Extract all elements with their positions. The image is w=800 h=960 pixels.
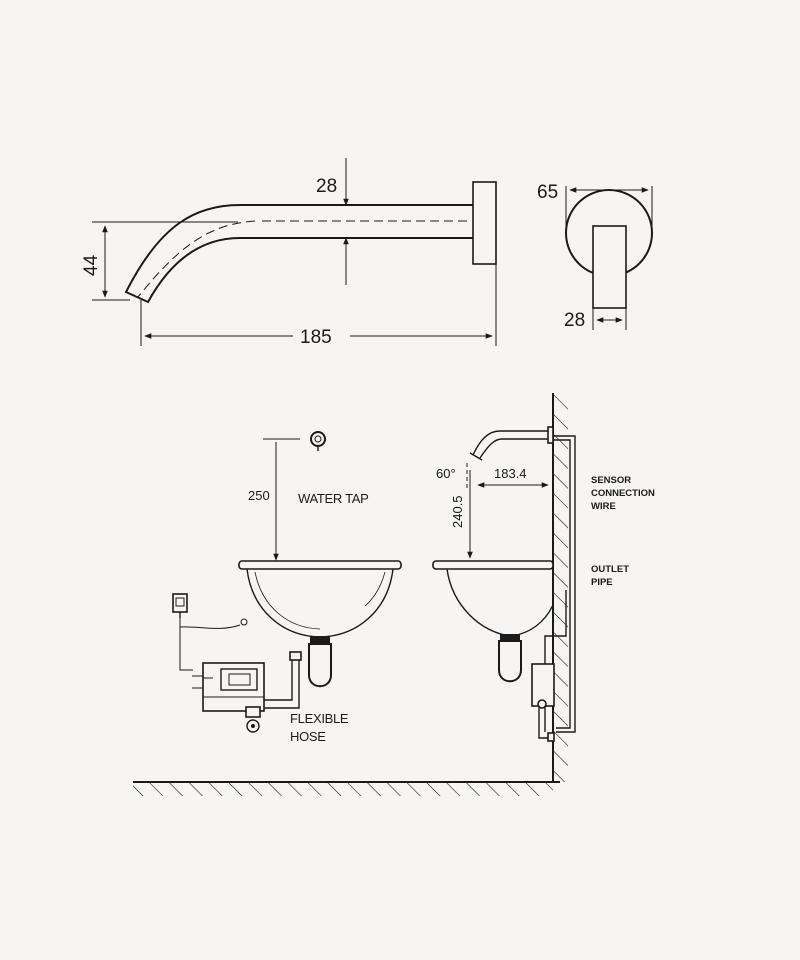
dim-plate-stem-text: 28 xyxy=(564,310,585,331)
dim-wall-projection-text: 183.4 xyxy=(494,466,527,481)
plate-front-view: 65 28 xyxy=(537,182,653,331)
wall-spout xyxy=(472,430,550,459)
outlet-pipe-label-1: OUTLET xyxy=(591,564,629,575)
side-drain-trap xyxy=(498,640,522,683)
side-basin-rim xyxy=(432,560,554,570)
wall xyxy=(552,393,568,782)
outlet-pipe-label-2: PIPE xyxy=(591,577,613,588)
dim-plate-diameter-text: 65 xyxy=(537,182,558,203)
dim-spout-diameter: 28 xyxy=(316,158,349,285)
water-tap-icon xyxy=(310,431,326,447)
basin-rim xyxy=(238,560,402,570)
wall-plate xyxy=(472,181,497,265)
dim-spout-diameter-text: 28 xyxy=(316,176,337,197)
control-box xyxy=(202,662,265,712)
drain-trap xyxy=(308,643,332,688)
dim-spout-height-text: 44 xyxy=(81,254,102,276)
side-basin-system: 60° 183.4 240.5 SENSOR CONNECTION WIRE O… xyxy=(432,426,655,742)
outlet-pipe xyxy=(544,590,567,664)
flexible-hose-label-2: HOSE xyxy=(290,729,326,744)
dim-spout-length: 185 xyxy=(140,264,497,348)
dim-spout-height: 44 xyxy=(81,221,238,301)
plate-stem xyxy=(592,225,627,309)
sensor-wire xyxy=(553,435,576,733)
sensor-icon xyxy=(172,593,188,618)
spout-body xyxy=(124,204,473,304)
dim-wall-height-text: 240.5 xyxy=(450,495,465,528)
flexible-hose xyxy=(264,660,300,709)
dim-angle-text: 60° xyxy=(436,466,456,481)
side-basin-bowl xyxy=(446,568,554,637)
water-tap-label: WATER TAP xyxy=(298,491,369,506)
spout-side-view xyxy=(124,181,497,304)
sensor-wire-label-3: WIRE xyxy=(591,501,616,512)
dim-tap-height-text: 250 xyxy=(248,488,270,503)
sensor-wire-label-1: SENSOR xyxy=(591,475,631,486)
flexible-hose-label-1: FLEXIBLE xyxy=(290,711,349,726)
dim-spout-length-text: 185 xyxy=(300,327,332,348)
front-basin-system: 250 WATER TAP xyxy=(172,431,402,744)
floor xyxy=(133,781,560,796)
sensor-wire-label-2: CONNECTION xyxy=(591,488,655,499)
